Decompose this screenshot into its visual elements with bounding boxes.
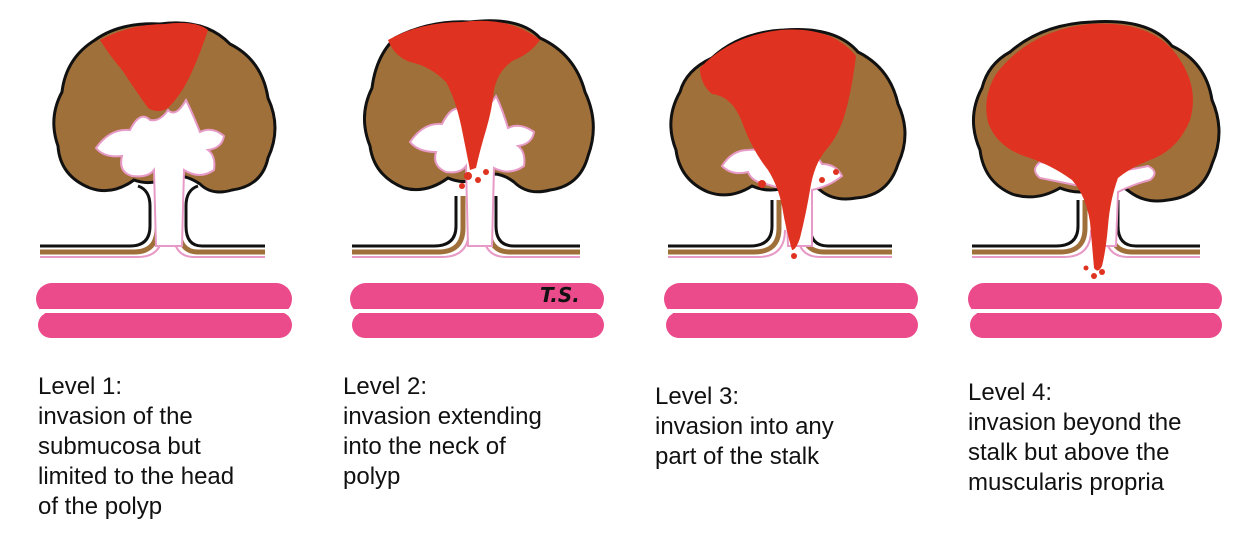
mucosa-base-left: [972, 200, 1091, 257]
description-line: part of the stalk: [655, 442, 834, 472]
muscularis-band-lower: [38, 312, 292, 338]
panel-level-3: [664, 29, 918, 338]
description-line: into the neck of: [343, 432, 542, 462]
muscularis-band-lower: [352, 312, 604, 338]
description-line: invasion extending: [343, 402, 542, 432]
mucosa-base-left: [40, 186, 163, 257]
level-label: Level 3:: [655, 382, 834, 412]
description-line: submucosa but: [38, 432, 234, 462]
caption-level-4: Level 4: invasion beyond the stalk but a…: [968, 378, 1182, 498]
description-line: invasion of the: [38, 402, 234, 432]
description-line: invasion beyond the: [968, 408, 1182, 438]
mucosa-base-right: [483, 196, 580, 257]
description-line: invasion into any: [655, 412, 834, 442]
description-line: stalk but above the: [968, 438, 1182, 468]
caption-level-2: Level 2: invasion extending into the nec…: [343, 372, 542, 492]
description-line: muscularis propria: [968, 468, 1182, 498]
description-line: limited to the head: [38, 462, 234, 492]
description-line: polyp: [343, 462, 542, 492]
panel-level-1: [36, 23, 292, 338]
invasion-area: [986, 24, 1193, 271]
level-label: Level 1:: [38, 372, 234, 402]
caption-level-3: Level 3: invasion into any part of the s…: [655, 382, 834, 472]
mucosa-base-right: [173, 186, 265, 257]
muscularis-band-lower: [666, 312, 918, 338]
description-line: of the polyp: [38, 492, 234, 522]
level-label: Level 2:: [343, 372, 542, 402]
mucosa-base-left: [352, 196, 469, 257]
muscularis-band-lower: [970, 312, 1222, 338]
artist-signature: T.S.: [540, 283, 580, 307]
mucosa-base-left: [668, 200, 785, 257]
panel-level-4: [968, 22, 1222, 339]
panel-level-2: T.S.: [350, 21, 604, 338]
mucosa-base-right: [1105, 200, 1200, 257]
caption-level-1: Level 1: invasion of the submucosa but l…: [38, 372, 234, 522]
level-label: Level 4:: [968, 378, 1182, 408]
